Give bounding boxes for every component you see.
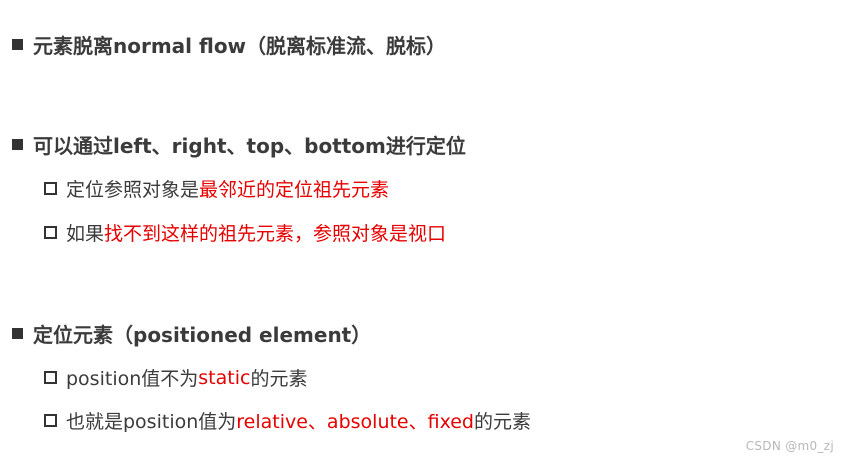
item-text-after: 的元素 (250, 368, 308, 390)
heading-text: 可以通过left、right、top、bottom进行定位 (33, 134, 466, 158)
item-text: 如果 (66, 223, 105, 245)
list-item: 如果找不到这样的祖先元素，参照对象是视口 (44, 219, 446, 246)
item-text-after: 的元素 (474, 411, 532, 433)
hollow-square-bullet-icon (44, 226, 57, 239)
square-bullet-icon (12, 328, 23, 339)
hollow-square-bullet-icon (44, 414, 57, 427)
list-item: 定位参照对象是最邻近的定位祖先元素 (44, 175, 389, 202)
heading-text: 定位元素（positioned element） (33, 323, 372, 347)
section-heading-absolute-positioning: 元素脱离normal flow（脱离标准流、脱标） (12, 30, 446, 59)
item-text: 定位参照对象是 (66, 179, 200, 201)
heading-text: 元素脱离normal flow（脱离标准流、脱标） (33, 34, 447, 58)
hollow-square-bullet-icon (44, 371, 57, 384)
item-text: position值不为 (66, 368, 199, 390)
hollow-square-bullet-icon (44, 182, 57, 195)
item-highlight-text: relative、absolute、fixed (236, 411, 474, 433)
section-heading-offset-properties: 可以通过left、right、top、bottom进行定位 (12, 130, 466, 159)
square-bullet-icon (12, 139, 23, 150)
item-highlight-text: 最邻近的定位祖先元素 (199, 179, 390, 201)
item-highlight-text: 找不到这样的祖先元素，参照对象是视口 (104, 223, 447, 245)
item-text: 也就是position值为 (66, 411, 237, 433)
section-heading-positioned-element: 定位元素（positioned element） (12, 319, 371, 348)
watermark: CSDN @m0_zj (745, 439, 834, 453)
item-highlight-text: static (198, 366, 251, 389)
square-bullet-icon (12, 39, 23, 50)
